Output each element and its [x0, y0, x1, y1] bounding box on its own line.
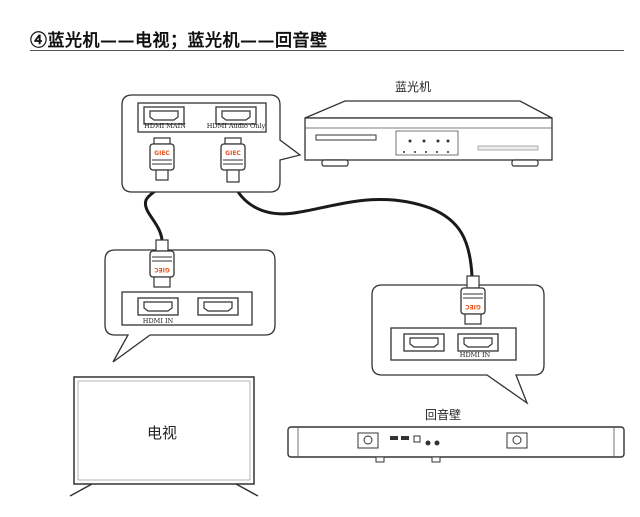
tv-hdmi-in-label: HDMI IN: [143, 317, 174, 325]
bluray-label: 蓝光机: [395, 80, 431, 94]
hdmi-plug-tv: GIEC: [149, 239, 175, 288]
svg-text:GIEC: GIEC: [225, 150, 241, 157]
tv-hdmi-in-port: [137, 297, 179, 316]
soundbar-hdmi-port-1: [403, 333, 445, 352]
svg-text:GIEC: GIEC: [154, 150, 170, 157]
tv: 电视: [69, 376, 259, 497]
soundbar-label: 回音壁: [425, 407, 461, 422]
hdmi-plug-audio: GIEC: [220, 137, 246, 183]
tv-port-bubble: HDMI IN GIEC: [104, 239, 276, 363]
soundbar-hdmi-in-label: HDMI IN: [460, 351, 491, 359]
hdmi-audio-only-label: HDMI Audio Only: [207, 122, 266, 130]
tv-hdmi-port-2: [197, 297, 239, 316]
hdmi-plug-soundbar: GIEC: [460, 275, 486, 325]
cable-audio-to-soundbar: [231, 181, 474, 277]
page-title: ④蓝光机——电视；蓝光机——回音壁: [30, 31, 328, 51]
bluray-player: [304, 100, 553, 167]
tv-label: 电视: [147, 424, 177, 442]
hdmi-main-label: HDMI MAIN: [144, 122, 186, 130]
soundbar: [287, 426, 625, 463]
svg-text:GIEC: GIEC: [465, 303, 481, 310]
title-divider: [30, 50, 624, 51]
svg-text:GIEC: GIEC: [154, 266, 170, 273]
hdmi-plug-main: GIEC: [149, 137, 175, 181]
soundbar-hdmi-in-port: [457, 333, 499, 352]
soundbar-port-bubble: HDMI IN GIEC: [371, 275, 545, 405]
bluray-port-bubble: HDMI MAIN HDMI Audio Only GIEC GIEC: [121, 94, 302, 193]
